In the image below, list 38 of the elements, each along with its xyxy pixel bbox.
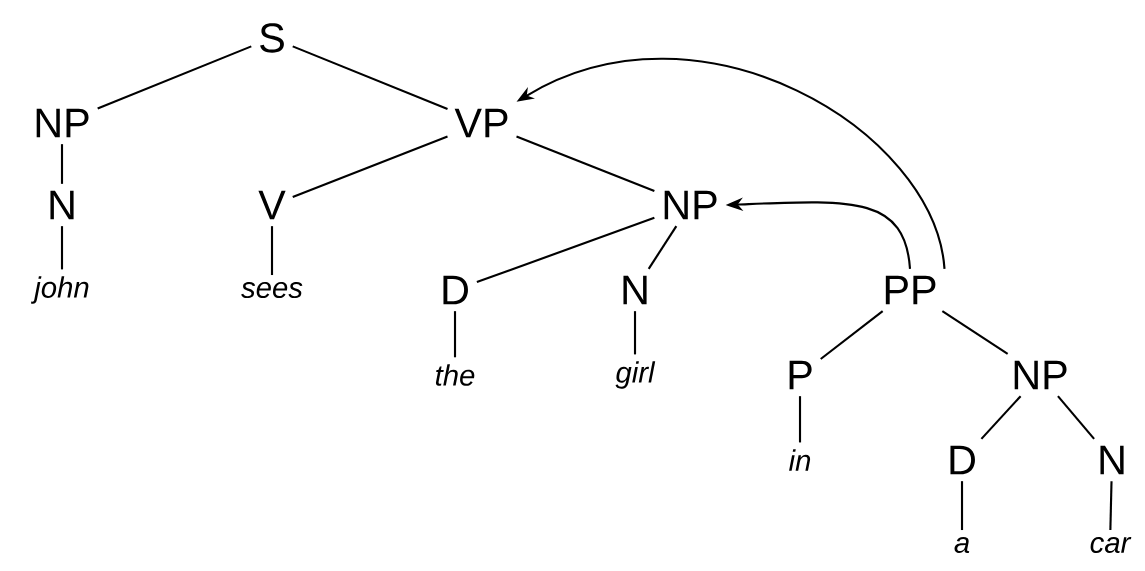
word-label: girl — [615, 361, 656, 389]
category-label: NP — [36, 108, 89, 138]
tree-branch — [647, 225, 678, 270]
category-label: NP — [664, 190, 717, 220]
category-label: D — [443, 275, 468, 305]
category-label: N — [50, 190, 74, 220]
tree-branch — [960, 481, 964, 531]
tree-branch — [941, 310, 1009, 355]
tree-branch — [516, 135, 655, 192]
tree-branch — [980, 395, 1022, 440]
category-label: PP — [885, 275, 936, 305]
category-label: VP — [454, 108, 508, 138]
tree-branch — [60, 144, 64, 184]
tree-branch — [292, 135, 448, 198]
word-label: a — [954, 536, 970, 554]
word-label: john — [31, 276, 89, 304]
word-label: in — [789, 449, 811, 471]
category-label: N — [623, 275, 647, 305]
category-label: N — [1100, 445, 1124, 475]
word-label: sees — [241, 281, 303, 299]
word-label: the — [435, 364, 475, 386]
word-label: car — [1090, 536, 1132, 554]
category-label: S — [260, 23, 284, 53]
tree-branch — [476, 216, 655, 284]
category-label: NP — [1014, 360, 1067, 390]
tree-branch — [453, 311, 457, 358]
category-label: P — [789, 360, 812, 390]
tree-branch — [270, 226, 274, 276]
category-label: D — [950, 445, 975, 475]
category-label: V — [258, 190, 286, 220]
tree-branch — [1109, 481, 1113, 531]
tree-branch — [798, 396, 802, 443]
tree-branch — [633, 311, 637, 355]
tree-branch — [292, 45, 448, 111]
tree-branch — [820, 310, 884, 360]
tree-branch — [60, 226, 64, 270]
tree-branch — [97, 45, 252, 110]
tree-branch — [1057, 395, 1095, 440]
